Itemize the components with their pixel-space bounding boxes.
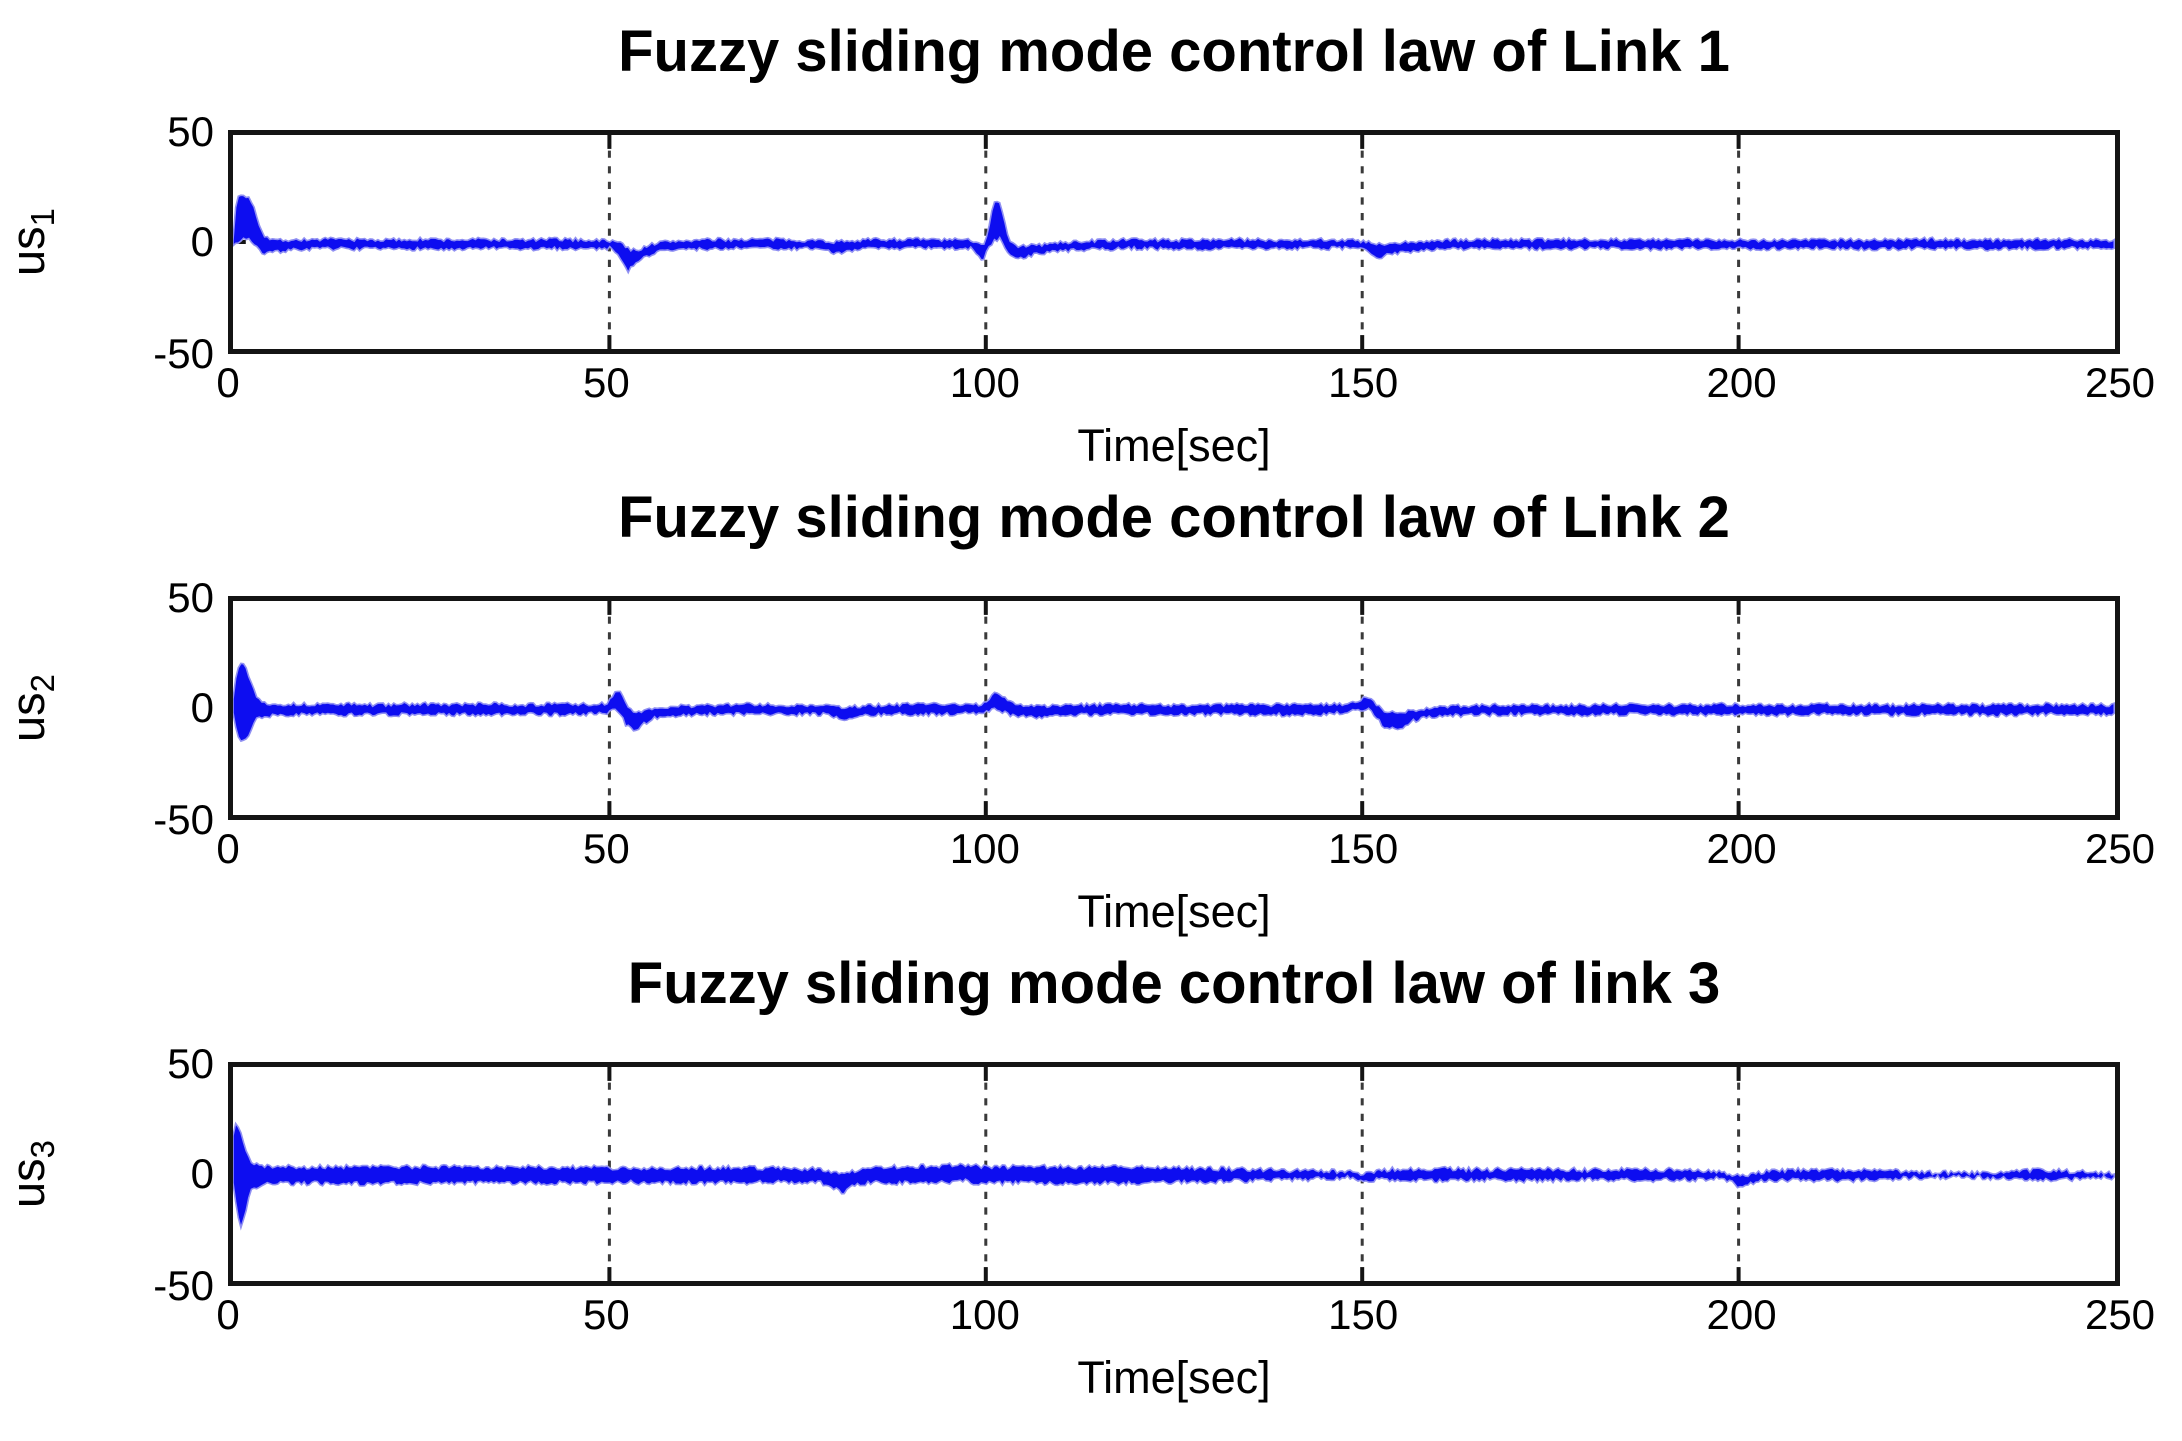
ytick-label: 0: [190, 218, 214, 265]
plot-canvas: [233, 1067, 2115, 1281]
xtick-label: 50: [583, 1291, 630, 1338]
x-axis-label: Time[sec]: [1077, 420, 1271, 471]
xtick-label: 200: [1706, 359, 1777, 406]
xtick-label: 50: [583, 359, 630, 406]
xtick-label: 150: [1328, 1291, 1399, 1338]
plot-area: [228, 1062, 2120, 1286]
y-axis-label: us3: [0, 1062, 62, 1286]
chart-title: Fuzzy sliding mode control law of Link 2: [618, 485, 1730, 550]
xtick-label: 0: [216, 1291, 240, 1338]
ytick-label: -50: [153, 1262, 214, 1309]
x-tick-labels: 0 50 100 150 200 250: [216, 1286, 2155, 1344]
plot-area: [228, 596, 2120, 820]
xtick-label: 250: [2084, 825, 2156, 872]
chart-title: Fuzzy sliding mode control law of link 3: [627, 951, 1721, 1016]
xtick-label: 50: [583, 825, 630, 872]
ytick-label: -50: [153, 796, 214, 843]
x-axis-label: Time[sec]: [1077, 1352, 1271, 1403]
xtick-label: 200: [1706, 1291, 1777, 1338]
y-tick-labels: 50 0 -50: [62, 1043, 228, 1307]
subplot-link-2: Fuzzy sliding mode control law of Link 2…: [0, 468, 2182, 937]
x-tick-labels: 0 50 100 150 200 250: [216, 820, 2155, 878]
ylabel-text: us1: [0, 208, 62, 276]
y-axis-label: us2: [0, 596, 62, 820]
xtick-label: 0: [216, 825, 240, 872]
ytick-label: 50: [167, 1040, 214, 1087]
subplot-link-1: Fuzzy sliding mode control law of Link 1…: [0, 2, 2182, 471]
xtick-label: 200: [1706, 825, 1777, 872]
xtick-label: 150: [1328, 825, 1399, 872]
x-axis-label: Time[sec]: [1077, 886, 1271, 937]
chart-title: Fuzzy sliding mode control law of Link 1: [618, 19, 1730, 84]
ytick-label: 50: [167, 108, 214, 155]
x-tick-labels: 0 50 100 150 200 250: [216, 354, 2155, 412]
y-tick-labels: 50 0 -50: [62, 111, 228, 375]
xtick-label: 0: [216, 359, 240, 406]
plot-canvas: [233, 601, 2115, 815]
ylabel-text: us3: [0, 1140, 62, 1208]
ytick-label: -50: [153, 330, 214, 377]
y-axis-label: us1: [0, 130, 62, 354]
xtick-label: 250: [2084, 1291, 2156, 1338]
ylabel-text: us2: [0, 674, 62, 742]
ytick-label: 0: [190, 1150, 214, 1197]
xtick-label: 150: [1328, 359, 1399, 406]
subplot-link-3: Fuzzy sliding mode control law of link 3…: [0, 934, 2182, 1403]
xtick-label: 100: [949, 1291, 1020, 1338]
plot-area: [228, 130, 2120, 354]
xtick-label: 250: [2084, 359, 2156, 406]
xtick-label: 100: [949, 825, 1020, 872]
y-tick-labels: 50 0 -50: [62, 577, 228, 841]
ytick-label: 50: [167, 574, 214, 621]
ytick-label: 0: [190, 684, 214, 731]
xtick-label: 100: [949, 359, 1020, 406]
plot-canvas: [233, 135, 2115, 349]
